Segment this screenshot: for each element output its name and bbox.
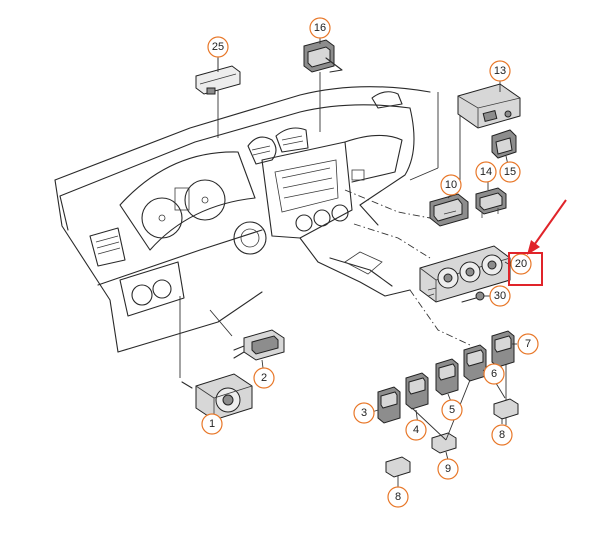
callout-9: 9 [437, 458, 459, 480]
highlight-box [508, 252, 543, 286]
part-9-blank [431, 432, 457, 454]
callout-2: 2 [253, 367, 275, 389]
part-10 [429, 193, 469, 227]
callout-8-bottom: 8 [387, 486, 409, 508]
part-6-switch [463, 344, 487, 382]
callout-7: 7 [517, 333, 539, 355]
callout-25: 25 [207, 36, 229, 58]
svg-text:5: 5 [449, 404, 455, 416]
highlight-arrow-head [527, 240, 540, 255]
part-5-switch [435, 358, 459, 396]
callout-30: 30 [489, 285, 511, 307]
callout-20: 20 [510, 253, 532, 275]
highlight-marker [508, 199, 567, 286]
callout-3: 3 [353, 402, 375, 424]
callout-5: 5 [441, 399, 463, 421]
svg-text:9: 9 [445, 463, 451, 475]
part-7-switch [491, 330, 515, 368]
part-3-switch [377, 386, 401, 424]
svg-text:1: 1 [209, 418, 215, 430]
part-8-blank-right [493, 398, 519, 420]
svg-text:13: 13 [494, 65, 506, 77]
svg-text:20: 20 [515, 258, 527, 270]
callout-8-right: 8 [491, 424, 513, 446]
part-8-blank-bottom [385, 456, 411, 478]
callout-10: 10 [440, 174, 462, 196]
part-14 [475, 187, 507, 218]
part-4-switch [405, 372, 429, 410]
svg-text:15: 15 [504, 166, 516, 178]
svg-text:7: 7 [525, 338, 531, 350]
part-20-climate-control [419, 245, 511, 303]
callout-15: 15 [499, 161, 521, 183]
callout-1: 1 [201, 413, 223, 435]
part-13 [457, 83, 521, 129]
svg-text:14: 14 [480, 166, 492, 178]
part-15 [491, 129, 517, 159]
svg-text:8: 8 [395, 491, 401, 503]
part-2 [233, 329, 285, 361]
part-25 [195, 65, 241, 95]
callout-4: 4 [405, 419, 427, 441]
svg-text:8: 8 [499, 429, 505, 441]
part-1-light-switch [181, 373, 253, 421]
svg-text:4: 4 [413, 424, 419, 436]
svg-text:2: 2 [261, 372, 267, 384]
callout-14: 14 [475, 161, 497, 183]
highlight-arrow [531, 199, 567, 249]
dashboard-outline [54, 86, 431, 353]
svg-text:30: 30 [494, 290, 506, 302]
svg-text:16: 16 [314, 22, 326, 34]
callout-16: 16 [309, 17, 331, 39]
svg-text:25: 25 [212, 41, 224, 53]
callout-13: 13 [489, 60, 511, 82]
part-16 [303, 39, 343, 73]
svg-text:6: 6 [491, 368, 497, 380]
svg-text:3: 3 [361, 407, 367, 419]
callout-6: 6 [483, 363, 505, 385]
svg-text:10: 10 [445, 179, 457, 191]
